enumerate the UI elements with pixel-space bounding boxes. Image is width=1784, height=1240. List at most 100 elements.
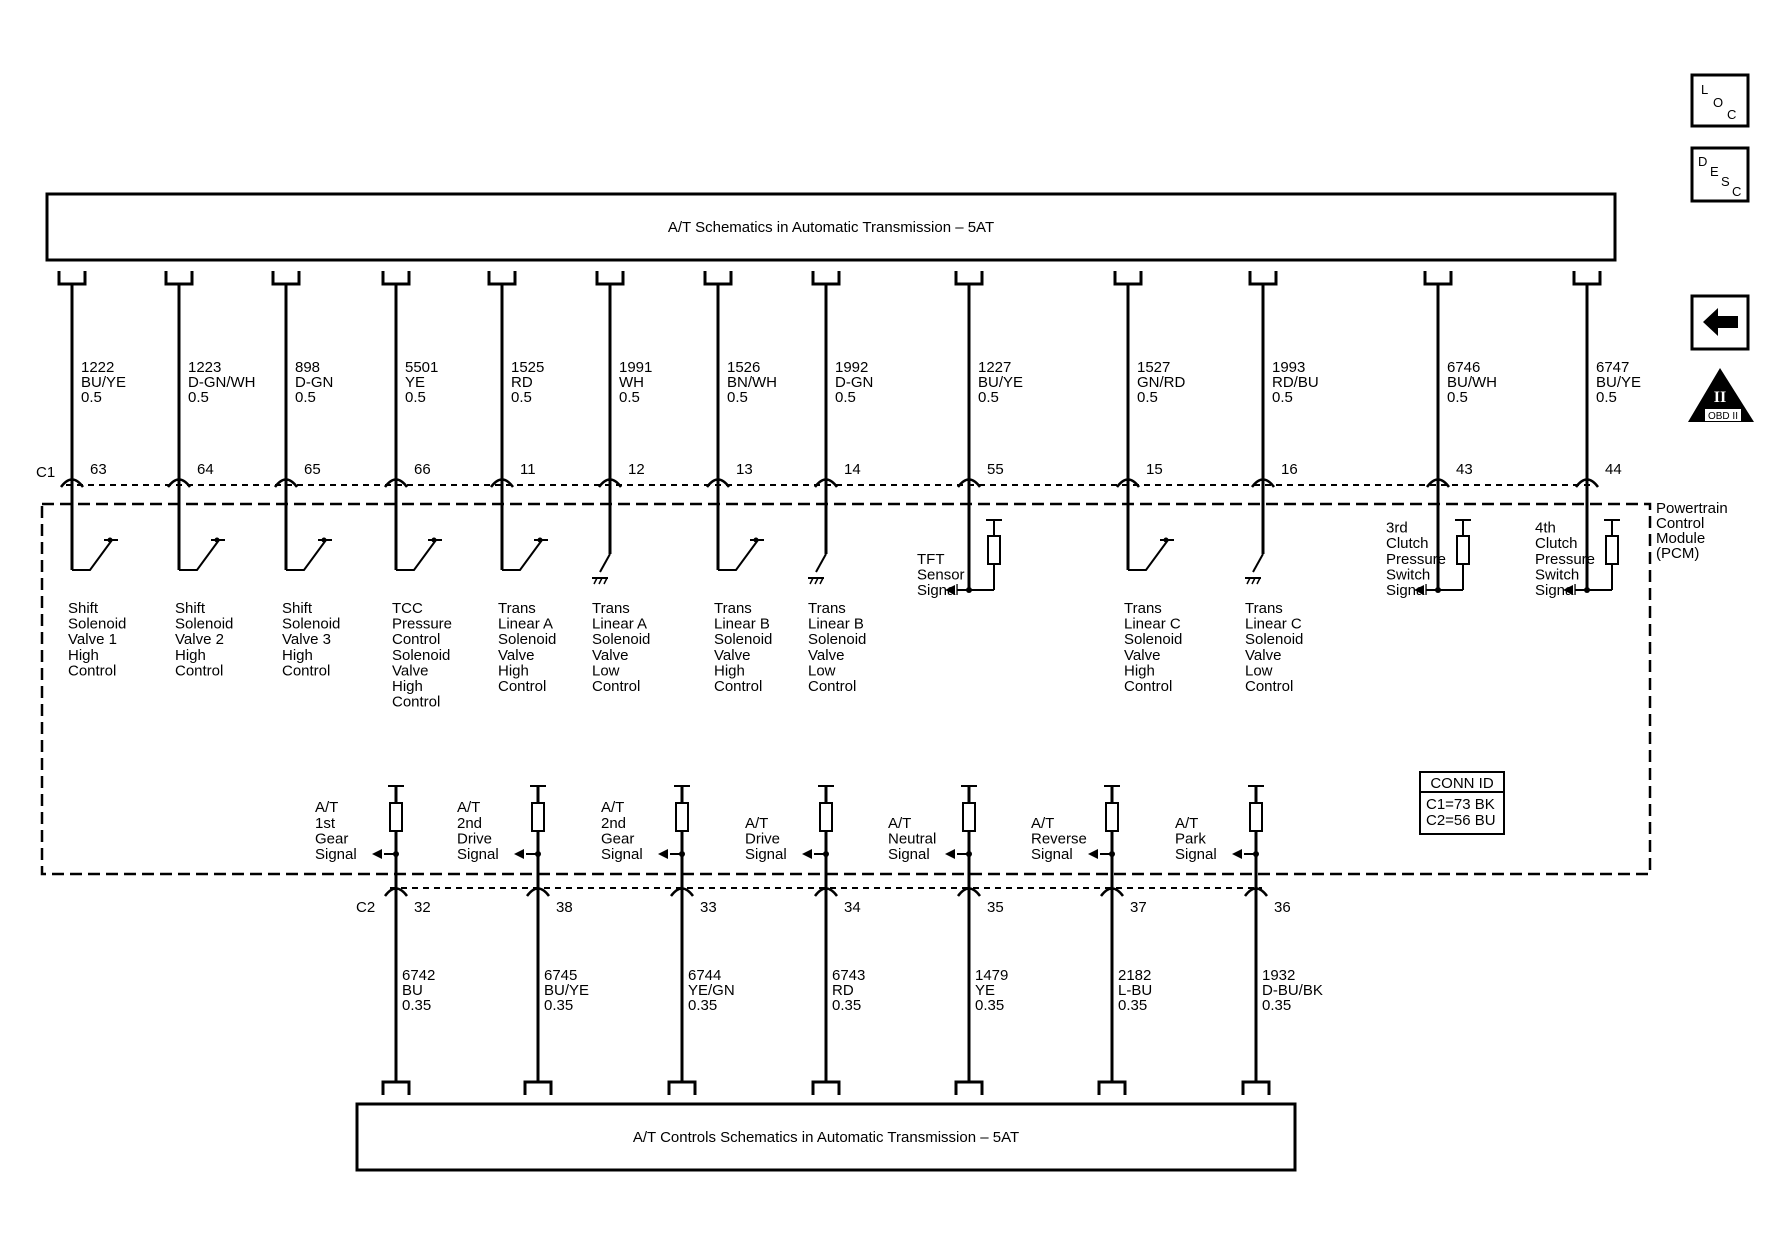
switch-contact xyxy=(502,539,543,571)
back-arrow-icon[interactable] xyxy=(1690,294,1750,351)
circuit-label: Signal xyxy=(1535,582,1577,599)
wire-gauge: 0.35 xyxy=(402,997,431,1014)
circuit-label: Low xyxy=(808,662,836,679)
harness-connector xyxy=(164,271,194,286)
wire-gauge: 0.5 xyxy=(81,389,102,406)
pin-arc xyxy=(525,887,551,897)
circuit-label: Pressure xyxy=(392,616,452,633)
circuit-label: Low xyxy=(592,662,620,679)
pull-up-resistor xyxy=(1249,802,1263,832)
circuit-label: Trans xyxy=(808,600,846,617)
pin-arc xyxy=(383,887,409,897)
wire-circuit-number: 6747 xyxy=(1596,359,1629,376)
circuit-label: Solenoid xyxy=(808,631,866,648)
wire-circuit-number: 1479 xyxy=(975,967,1008,984)
circuit-label: Signal xyxy=(457,846,499,863)
c1-pin-number: 44 xyxy=(1605,461,1622,478)
wire-circuit-number: 6744 xyxy=(688,967,721,984)
signal-arrow xyxy=(1563,585,1573,595)
pull-up-resistor xyxy=(1605,535,1619,565)
circuit-label: A/T xyxy=(457,799,480,816)
switch-node xyxy=(321,537,327,543)
circuit-label: Linear B xyxy=(808,616,864,633)
switch-contact xyxy=(286,539,327,571)
circuit-label: A/T xyxy=(601,799,624,816)
wire-gauge: 0.35 xyxy=(832,997,861,1014)
c1-pin-number: 63 xyxy=(90,461,107,478)
c1-pin-number: 65 xyxy=(304,461,321,478)
c1-circuit-66: 5501YE0.566TCCPressureControlSolenoidVal… xyxy=(381,271,452,711)
circuit-label: Signal xyxy=(745,846,787,863)
circuit-label: High xyxy=(175,647,206,664)
circuit-label: Valve xyxy=(592,647,628,664)
module-label: Powertrain Control Module (PCM) xyxy=(1656,500,1732,562)
circuit-label: Valve 2 xyxy=(175,631,224,648)
circuit-label: Pressure xyxy=(1535,551,1595,568)
circuit-label: Control xyxy=(1124,678,1172,695)
harness-connector xyxy=(811,271,841,286)
wire-color: RD xyxy=(832,982,854,999)
ground-hatch xyxy=(1246,577,1261,585)
harness-connector xyxy=(381,1080,411,1095)
wire-color: YE xyxy=(975,982,995,999)
wire-color: BU/YE xyxy=(978,374,1023,391)
ground-hatch xyxy=(809,577,824,585)
circuit-label: TCC xyxy=(392,600,423,617)
switch-node xyxy=(1163,537,1169,543)
circuit-label: Signal xyxy=(1386,582,1428,599)
harness-connector xyxy=(1248,271,1278,286)
circuit-label: High xyxy=(282,647,313,664)
circuit-label: Solenoid xyxy=(1245,631,1303,648)
module-label-line: Powertrain xyxy=(1656,500,1728,517)
harness-connector xyxy=(1572,271,1602,286)
harness-connector xyxy=(1113,271,1143,286)
pin-arc xyxy=(489,478,515,488)
description-icon[interactable]: D E S C xyxy=(1690,146,1750,203)
pin-arc xyxy=(1115,478,1141,488)
circuit-label: Linear C xyxy=(1245,616,1302,633)
circuit-label: Valve xyxy=(392,662,428,679)
c2-pin-number: 38 xyxy=(556,899,573,916)
wire-color: BU/YE xyxy=(81,374,126,391)
c2-pin-number: 33 xyxy=(700,899,717,916)
wire-color: RD xyxy=(511,374,533,391)
desc-letter: C xyxy=(1732,184,1741,199)
obd-ii-icon[interactable]: II OBD II xyxy=(1688,368,1754,422)
c1-connector-label: C1 xyxy=(36,464,55,481)
pin-arc xyxy=(59,478,85,488)
pull-up-resistor xyxy=(389,802,403,832)
circuit-label: Linear A xyxy=(498,616,553,633)
pin-arc xyxy=(669,887,695,897)
c1-pin-number: 55 xyxy=(987,461,1004,478)
circuit-label: A/T xyxy=(745,815,768,832)
wire-circuit-number: 898 xyxy=(295,359,320,376)
pin-arc xyxy=(813,887,839,897)
wire-gauge: 0.35 xyxy=(544,997,573,1014)
wire-gauge: 0.5 xyxy=(727,389,748,406)
wire-gauge: 0.35 xyxy=(688,997,717,1014)
circuit-label: Valve xyxy=(1245,647,1281,664)
pin-arc xyxy=(813,478,839,488)
circuit-label: High xyxy=(392,678,423,695)
wire-color: BU/YE xyxy=(1596,374,1641,391)
circuit-label: Signal xyxy=(1031,846,1073,863)
circuit-label: Control xyxy=(68,662,116,679)
wire-circuit-number: 6743 xyxy=(832,967,865,984)
wire-circuit-number: 6745 xyxy=(544,967,577,984)
module-label-line: Module xyxy=(1656,530,1705,547)
wire-circuit-number: 1932 xyxy=(1262,967,1295,984)
pull-up-resistor xyxy=(1105,802,1119,832)
pin-arc xyxy=(166,478,192,488)
location-icon[interactable]: L O C xyxy=(1690,73,1750,128)
pull-up-resistor xyxy=(1456,535,1470,565)
wire-circuit-number: 1227 xyxy=(978,359,1011,376)
pin-arc xyxy=(1243,887,1269,897)
circuit-label: Valve 3 xyxy=(282,631,331,648)
